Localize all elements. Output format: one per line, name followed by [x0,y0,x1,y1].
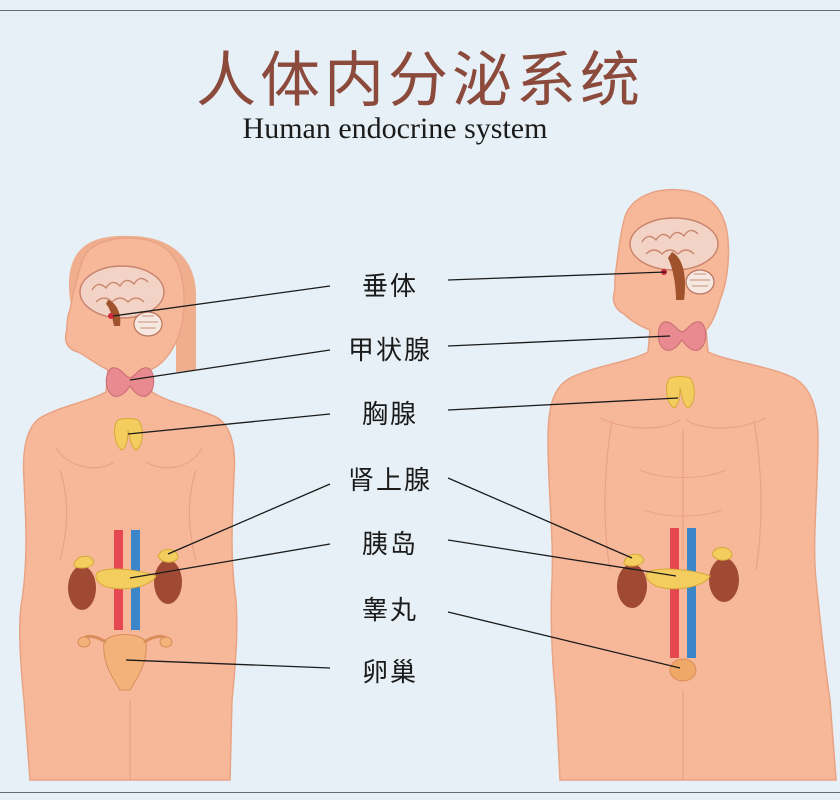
label-ovary: 卵巢 [361,658,418,688]
label-adrenal: 肾上腺 [347,466,432,496]
leader-pituitary-female [112,285,331,317]
leader-adrenal-female [167,483,331,555]
male-thymus [666,376,695,409]
male-adrenal-right [711,547,733,561]
diagram-subtitle: Human endocrine system [242,112,548,145]
male-body [547,188,837,781]
male-figure [547,188,837,781]
female-body [19,237,238,781]
leader-thymus-female [127,413,331,435]
leader-testis-male [447,611,681,669]
leader-pituitary-male [447,271,667,281]
female-pituitary [108,313,114,319]
male-thyroid [657,321,707,351]
female-uterus [103,634,147,691]
diagram-title: 人体内分泌系统 [196,46,644,116]
male-brainstem [668,252,686,300]
label-pancreas: 胰岛 [361,530,418,560]
female-thymus [114,418,143,451]
female-ovary-right [159,636,173,648]
label-thymus: 胸腺 [361,400,418,430]
bottom-border [0,792,840,793]
female-pancreas [95,568,157,590]
male-left-kidney [617,564,647,608]
female-brainstem [106,300,121,326]
leader-thyroid-male [447,335,671,347]
leader-pancreas-female [129,543,331,579]
female-figure [19,235,238,781]
label-testis: 睾丸 [361,596,418,626]
female-adrenal-left [73,555,95,569]
female-right-kidney [154,560,182,604]
leader-lines [112,271,681,669]
male-right-kidney [709,558,739,602]
leader-ovary-female [125,659,331,669]
female-adrenal-right [157,549,179,563]
male-testis [669,658,697,682]
label-pituitary: 垂体 [361,272,418,302]
leader-pancreas-male [447,539,677,577]
female-left-kidney [68,566,96,610]
male-cerebellum [685,269,715,295]
male-vein [687,528,696,658]
leader-thyroid-female [129,349,331,381]
leader-adrenal-male [447,477,633,559]
leader-thymus-male [447,397,679,411]
top-border [0,10,840,11]
male-artery [670,528,679,658]
female-thyroid [105,367,155,397]
label-thyroid: 甲状腺 [347,336,432,366]
female-cerebellum [133,311,163,337]
female-ovary-left [77,636,91,648]
